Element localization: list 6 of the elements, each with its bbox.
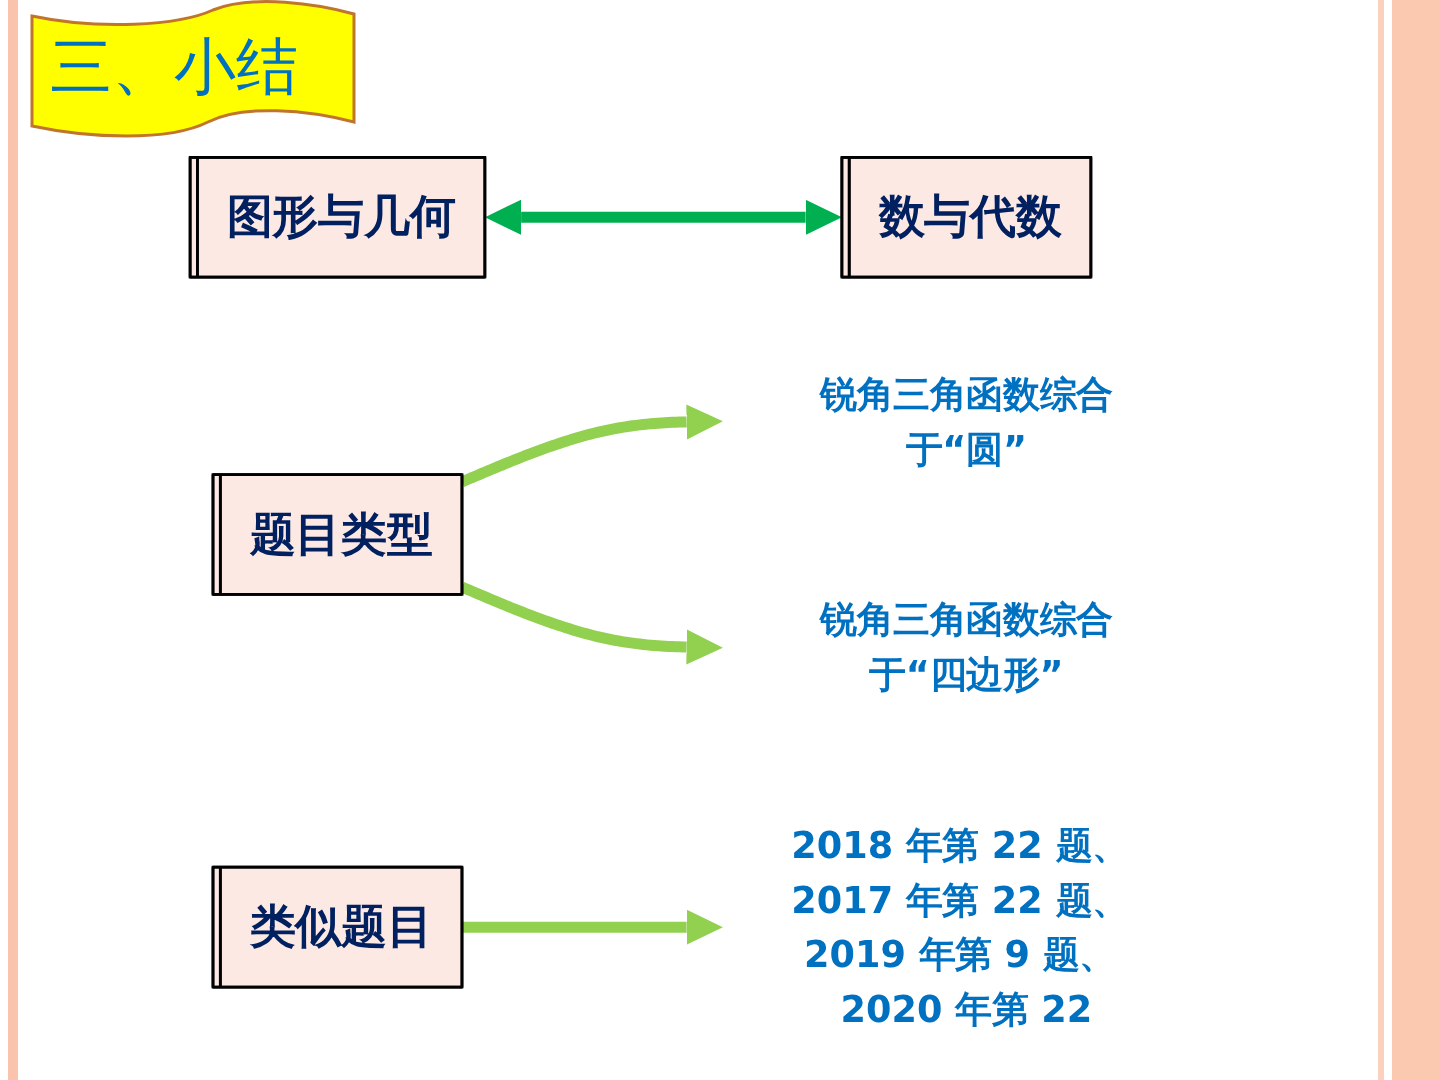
arrow: [460, 909, 722, 945]
arrow: [485, 199, 841, 235]
node-text: 锐角三角函数综合于“圆”: [819, 373, 1113, 471]
node-text: 2018 年第 22 题、 2017 年第 22 题、 2019 年第 9 题、 2020 年第 22: [791, 823, 1129, 1031]
node-text: 锐角三角函数综合于“四边形”: [819, 598, 1113, 696]
title: 三、小结: [50, 30, 298, 105]
